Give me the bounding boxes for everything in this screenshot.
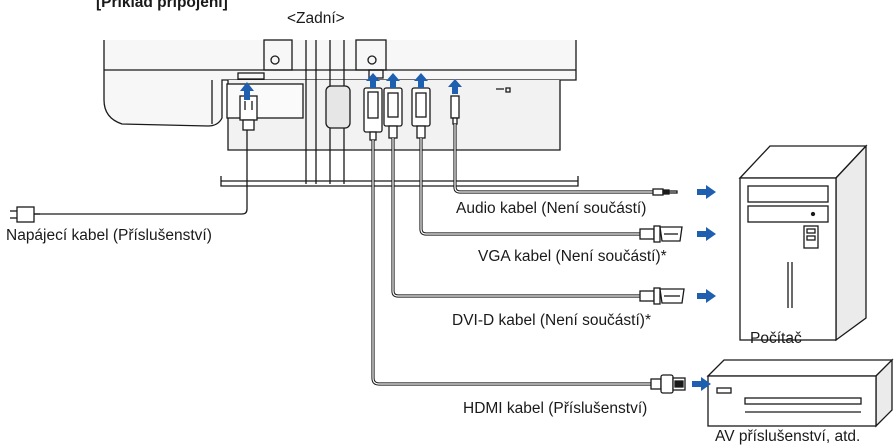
audio-plug-pc: [652, 188, 678, 196]
vga-cable: [419, 138, 640, 236]
arrow-right-vga: [697, 227, 716, 241]
hdmi-cable: [371, 140, 651, 386]
arrow-up-dvi: [386, 73, 400, 88]
connection-arrows: [240, 73, 716, 391]
dvi-connector-monitor: [383, 87, 403, 139]
hdmi-connector-monitor: [363, 87, 383, 141]
arrow-up-power: [240, 82, 254, 100]
arrow-right-audio: [697, 185, 716, 199]
monitor-stand: [220, 40, 579, 187]
hdmi-cable-label: HDMI kabel (Příslušenství): [463, 400, 648, 417]
power-cable: [34, 130, 248, 215]
arrow-up-hdmi: [366, 73, 380, 88]
av-device: [706, 358, 894, 428]
diagram-subtitle: <Zadní>: [287, 10, 345, 27]
audio-cable-label: Audio kabel (Není součástí): [456, 200, 647, 217]
arrow-right-dvi: [697, 289, 716, 303]
power-plug-wall: [10, 206, 40, 223]
vga-connector-monitor: [411, 87, 431, 139]
diagram-title: [Příklad připojení]: [96, 0, 228, 11]
arrow-up-audio: [448, 79, 462, 94]
vga-plug-pc: [639, 225, 683, 243]
computer-tower: [738, 144, 868, 342]
arrow-right-hdmi: [692, 377, 711, 391]
dvi-cable-label: DVI-D kabel (Není součástí)*: [452, 312, 651, 329]
power-cable-label: Napájecí kabel (Příslušenství): [6, 227, 212, 244]
vga-cable-label: VGA kabel (Není součástí)*: [478, 248, 667, 265]
audio-cable: [453, 124, 653, 194]
computer-label: Počítač: [750, 330, 802, 347]
arrow-up-vga: [414, 73, 428, 88]
av-device-label: AV příslušenství, atd.: [715, 428, 861, 445]
dvi-cable: [391, 138, 640, 298]
hdmi-plug-av: [650, 374, 686, 394]
power-plug-monitor: [239, 95, 258, 131]
dvi-plug-pc: [639, 287, 685, 305]
